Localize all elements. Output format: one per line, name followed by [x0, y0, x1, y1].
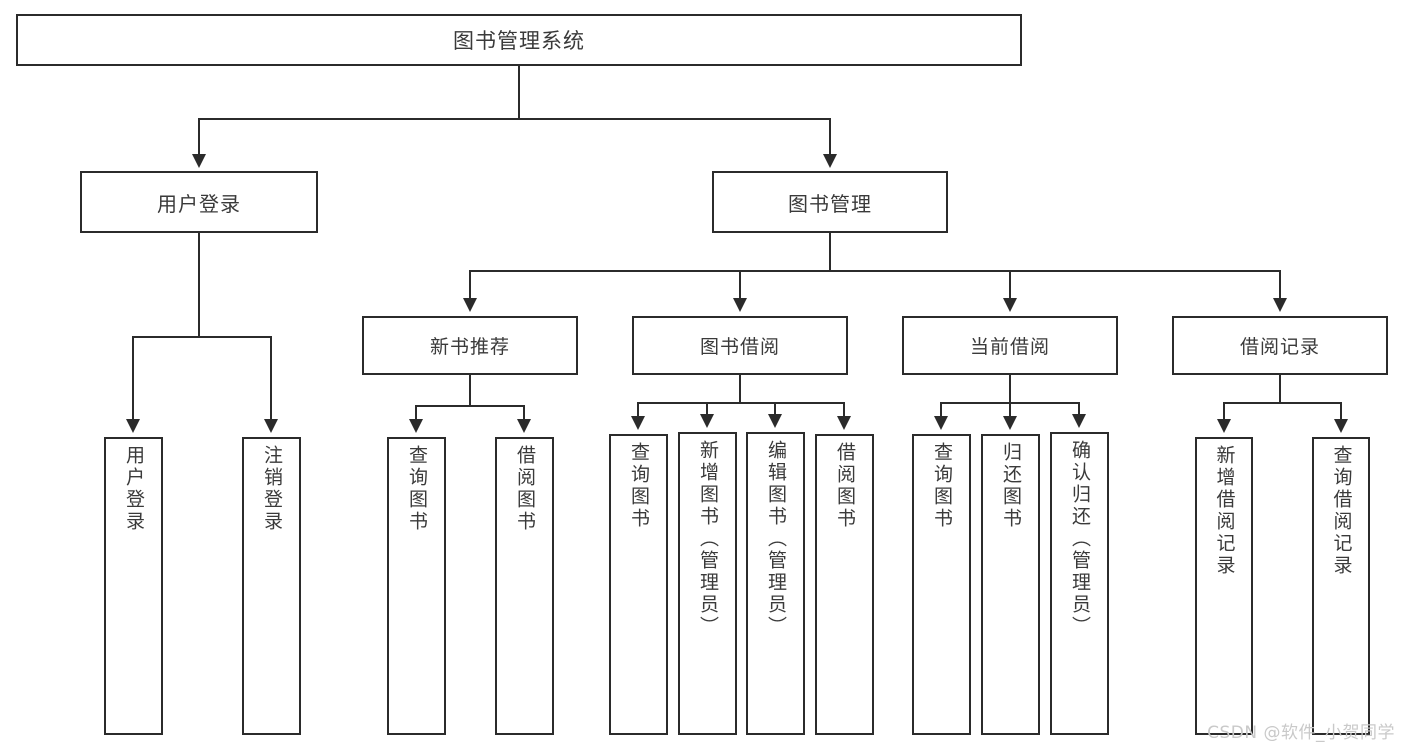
- arrow-current-borrow-leaf-3: [1072, 414, 1086, 428]
- connector-book-manage-stem: [829, 233, 831, 270]
- connector-drop-new-book: [469, 270, 471, 300]
- connector-current-borrow-drop-1: [940, 402, 942, 418]
- connector-book-borrow-drop-1: [637, 402, 639, 418]
- node-label: 借阅记录: [1239, 336, 1320, 358]
- connector-level1-bus: [198, 118, 830, 120]
- node-label: 查询图书: [406, 445, 428, 533]
- connector-new-book-drop-1: [415, 405, 417, 421]
- leaf-current-confirm-return-admin[interactable]: 确认归还（管理员）: [1050, 432, 1109, 735]
- arrow-user-login-leaf-1: [126, 419, 140, 433]
- node-label: 用户登录: [157, 191, 241, 216]
- connector-book-borrow-drop-3: [774, 402, 776, 416]
- node-label: 编辑图书（管理员）: [765, 440, 787, 638]
- node-label: 图书管理系统: [453, 29, 585, 53]
- leaf-record-add-record[interactable]: 新增借阅记录: [1195, 437, 1253, 735]
- connector-drop-book-borrow: [739, 270, 741, 300]
- arrow-user-login-leaf-2: [264, 419, 278, 433]
- node-label: 查询图书: [628, 442, 650, 530]
- connector-drop-user-login: [198, 118, 200, 156]
- node-borrow-record[interactable]: 借阅记录: [1172, 316, 1388, 375]
- arrow-book-borrow-leaf-2: [700, 414, 714, 428]
- node-book-management[interactable]: 图书管理: [712, 171, 948, 233]
- arrow-book-manage: [823, 154, 837, 168]
- node-label: 新书推荐: [429, 336, 510, 358]
- connector-borrow-record-stem: [1279, 375, 1281, 402]
- connector-user-login-drop-2: [270, 336, 272, 421]
- leaf-current-return-book[interactable]: 归还图书: [981, 434, 1040, 735]
- connector-current-borrow-drop-3: [1078, 402, 1080, 416]
- node-label: 确认归还（管理员）: [1069, 440, 1091, 638]
- connector-book-borrow-drop-2: [706, 402, 708, 416]
- arrow-new-book-leaf-2: [517, 419, 531, 433]
- connector-borrow-record-bus: [1223, 402, 1341, 404]
- node-root-system[interactable]: 图书管理系统: [16, 14, 1022, 66]
- arrow-new-book-leaf-1: [409, 419, 423, 433]
- leaf-borrow-query-book[interactable]: 查询图书: [609, 434, 668, 735]
- node-label: 归还图书: [1000, 442, 1022, 530]
- leaf-borrow-borrow-book[interactable]: 借阅图书: [815, 434, 874, 735]
- csdn-watermark: CSDN @软件_小贺同学: [1207, 723, 1395, 743]
- connector-borrow-record-drop-2: [1340, 402, 1342, 421]
- connector-user-login-drop-1: [132, 336, 134, 421]
- arrow-current-borrow-leaf-1: [934, 416, 948, 430]
- connector-new-book-bus: [415, 405, 525, 407]
- node-label: 新增借阅记录: [1213, 445, 1236, 577]
- leaf-borrow-add-book-admin[interactable]: 新增图书（管理员）: [678, 432, 737, 735]
- connector-book-borrow-drop-4: [843, 402, 845, 418]
- connector-drop-current-borrow: [1009, 270, 1011, 300]
- connector-current-borrow-drop-2: [1009, 402, 1011, 418]
- connector-borrow-record-drop-1: [1223, 402, 1225, 421]
- node-current-borrow[interactable]: 当前借阅: [902, 316, 1118, 375]
- node-label: 当前借阅: [969, 336, 1050, 358]
- connector-level3-bus: [469, 270, 1281, 272]
- node-label: 查询借阅记录: [1330, 445, 1353, 577]
- connector-new-book-stem: [469, 375, 471, 405]
- arrow-current-borrow-leaf-2: [1003, 416, 1017, 430]
- leaf-recommend-borrow-book[interactable]: 借阅图书: [495, 437, 554, 735]
- node-book-borrow[interactable]: 图书借阅: [632, 316, 848, 375]
- connector-user-login-stem: [198, 233, 200, 336]
- arrow-borrow-record: [1273, 298, 1287, 312]
- connector-book-borrow-stem: [739, 375, 741, 402]
- leaf-borrow-edit-book-admin[interactable]: 编辑图书（管理员）: [746, 432, 805, 735]
- node-label: 新增图书（管理员）: [697, 440, 719, 638]
- arrow-current-borrow: [1003, 298, 1017, 312]
- node-label: 注销登录: [261, 445, 283, 533]
- connector-root-stem: [518, 66, 520, 118]
- node-new-book-recommend[interactable]: 新书推荐: [362, 316, 578, 375]
- connector-drop-book-manage: [829, 118, 831, 156]
- leaf-current-query-book[interactable]: 查询图书: [912, 434, 971, 735]
- connector-new-book-drop-2: [523, 405, 525, 421]
- connector-user-login-bus: [132, 336, 270, 338]
- node-user-login[interactable]: 用户登录: [80, 171, 318, 233]
- connector-current-borrow-stem: [1009, 375, 1011, 402]
- node-label: 图书管理: [788, 191, 872, 216]
- connector-book-borrow-bus: [637, 402, 845, 404]
- node-label: 查询图书: [931, 442, 953, 530]
- leaf-record-query-record[interactable]: 查询借阅记录: [1312, 437, 1370, 735]
- arrow-user-login: [192, 154, 206, 168]
- node-label: 图书借阅: [699, 336, 780, 358]
- node-label: 用户登录: [123, 445, 145, 533]
- arrow-borrow-record-leaf-1: [1217, 419, 1231, 433]
- arrow-book-borrow-leaf-1: [631, 416, 645, 430]
- leaf-recommend-query-book[interactable]: 查询图书: [387, 437, 446, 735]
- leaf-user-login[interactable]: 用户登录: [104, 437, 163, 735]
- connector-drop-borrow-record: [1279, 270, 1281, 300]
- leaf-user-logout[interactable]: 注销登录: [242, 437, 301, 735]
- arrow-new-book-recommend: [463, 298, 477, 312]
- arrow-book-borrow: [733, 298, 747, 312]
- arrow-book-borrow-leaf-3: [768, 414, 782, 428]
- node-label: 借阅图书: [834, 442, 856, 530]
- arrow-book-borrow-leaf-4: [837, 416, 851, 430]
- node-label: 借阅图书: [514, 445, 536, 533]
- arrow-borrow-record-leaf-2: [1334, 419, 1348, 433]
